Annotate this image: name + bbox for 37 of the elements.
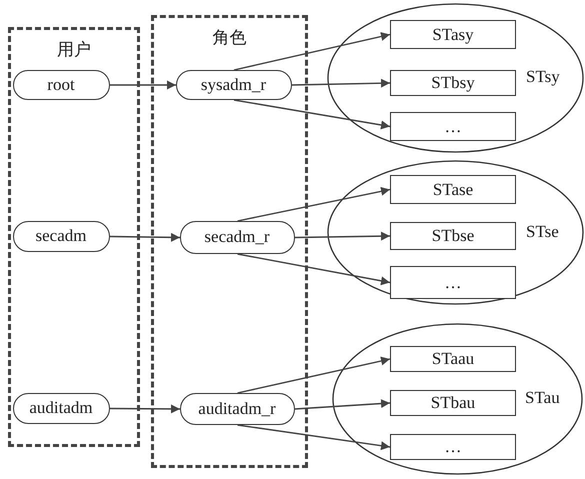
- arrow: [292, 78, 390, 88]
- arrow: [237, 424, 390, 450]
- arrow: [237, 253, 390, 286]
- rounded-box: secadm: [12, 220, 110, 252]
- ellipse-group: [327, 160, 584, 305]
- arrow: [110, 80, 176, 90]
- rectangle-box: STaau: [390, 346, 516, 372]
- arrow: [237, 356, 390, 394]
- rectangle-box: STase: [390, 175, 516, 204]
- rounded-box: sysadm_r: [176, 70, 292, 100]
- group-heading: 角色: [212, 27, 248, 49]
- group-heading: 用户: [56, 39, 92, 61]
- arrow: [294, 232, 390, 241]
- arrow: [294, 399, 390, 410]
- rounded-box: auditadm: [12, 392, 110, 424]
- ellipse-label: STsy: [526, 67, 560, 87]
- rectangle-box: …: [390, 112, 516, 141]
- ellipse-label: STse: [526, 222, 559, 242]
- arrow: [110, 404, 180, 414]
- rounded-box: root: [12, 70, 110, 100]
- rounded-box: secadm_r: [180, 220, 294, 254]
- rectangle-box: …: [390, 434, 516, 460]
- rectangle-box: STasy: [390, 20, 516, 49]
- rounded-box: auditadm_r: [180, 392, 294, 424]
- rectangle-box: STbau: [390, 390, 516, 416]
- arrow: [234, 99, 390, 130]
- rectangle-box: …: [390, 266, 516, 299]
- rectangle-box: STbse: [390, 222, 516, 250]
- ellipse-group: [332, 323, 583, 475]
- ellipse-label: STau: [525, 388, 560, 408]
- arrow: [237, 186, 390, 222]
- arrow: [110, 232, 180, 242]
- dashed-group-box: [151, 15, 308, 468]
- dashed-group-box: [8, 27, 140, 447]
- ellipse-group: [327, 3, 584, 153]
- arrow: [234, 32, 390, 71]
- rectangle-box: STbsy: [390, 70, 516, 96]
